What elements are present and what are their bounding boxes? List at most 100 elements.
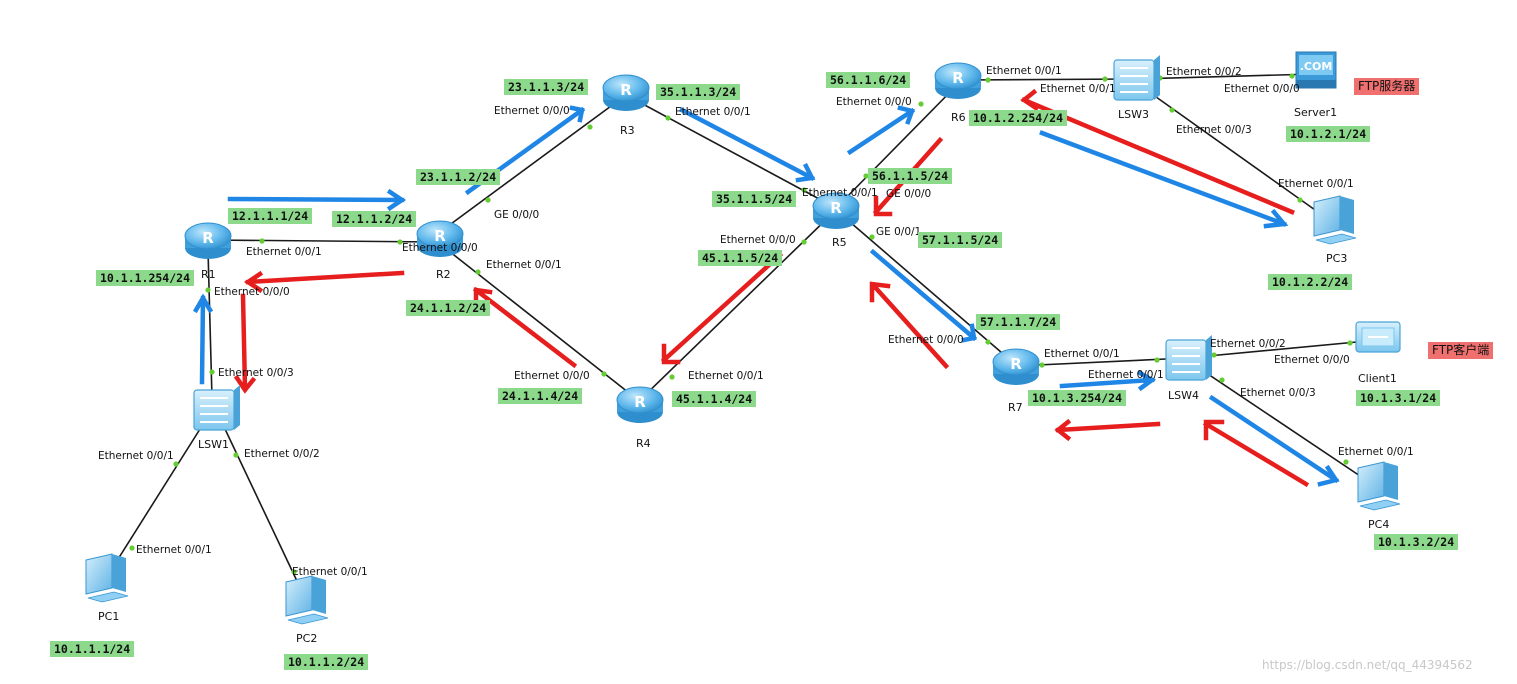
if-server1-e000: Ethernet 0/0/0 xyxy=(1224,83,1300,95)
link-r2-r3 xyxy=(439,94,627,233)
ip-r6-10: 10.1.2.254/24 xyxy=(969,110,1068,126)
lsw4-switch-icon[interactable] xyxy=(1165,335,1212,381)
svg-text:R: R xyxy=(202,229,214,247)
if-r1-e000: Ethernet 0/0/0 xyxy=(214,286,290,298)
r5-name: R5 xyxy=(832,236,847,249)
link-lsw4-pc4 xyxy=(1186,359,1379,489)
lsw4-name: LSW4 xyxy=(1168,389,1199,402)
arrow-r2-r1-red xyxy=(243,270,405,294)
r2-name: R2 xyxy=(436,268,451,281)
if-r1-e001: Ethernet 0/0/1 xyxy=(246,246,322,258)
if-r6-e001: Ethernet 0/0/1 xyxy=(986,65,1062,77)
link-r5-r7 xyxy=(835,209,1017,366)
if-r3-e001: Ethernet 0/0/1 xyxy=(675,106,751,118)
pc2-name: PC2 xyxy=(296,632,318,645)
if-r5-e000: Ethernet 0/0/0 xyxy=(720,234,796,246)
r1-router-icon[interactable]: R xyxy=(184,222,232,259)
r4-name: R4 xyxy=(636,437,651,450)
if-lsw3-e001: Ethernet 0/0/1 xyxy=(1040,83,1116,95)
if-r7-e001: Ethernet 0/0/1 xyxy=(1044,348,1120,360)
ip-r5-45: 45.1.1.5/24 xyxy=(698,250,783,266)
r3-router-icon[interactable]: R xyxy=(602,74,650,111)
pc1-pc-icon[interactable] xyxy=(85,553,129,603)
pc1-name: PC1 xyxy=(98,610,120,623)
arrow-r6-pc3-blue xyxy=(1039,130,1289,229)
svg-text:R: R xyxy=(952,69,964,87)
r4-router-icon[interactable]: R xyxy=(616,386,664,423)
ip-server1: 10.1.2.1/24 xyxy=(1286,126,1371,142)
lsw1-name: LSW1 xyxy=(198,438,229,451)
ip-r6-56: 56.1.1.6/24 xyxy=(826,72,911,88)
ip-r4-24: 24.1.1.4/24 xyxy=(498,388,583,404)
ip-client1: 10.1.3.1/24 xyxy=(1356,390,1441,406)
pc3-pc-icon[interactable] xyxy=(1313,195,1357,245)
r7-name: R7 xyxy=(1008,401,1023,414)
svg-text:R: R xyxy=(830,199,842,217)
link-lsw1-pc2 xyxy=(215,409,306,599)
server1-icon[interactable]: .COM xyxy=(1295,51,1337,89)
pc2-pc-icon[interactable] xyxy=(285,575,329,625)
if-r5-ge000: GE 0/0/0 xyxy=(886,188,932,200)
arrow-lsw4-pc4-blue xyxy=(1208,394,1340,487)
if-pc4-e001: Ethernet 0/0/1 xyxy=(1338,446,1414,458)
link-lsw4-client1 xyxy=(1186,339,1379,359)
links xyxy=(107,73,1379,599)
svg-text:R: R xyxy=(434,227,446,245)
r5-router-icon[interactable]: R xyxy=(812,192,860,229)
arrow-r3-r5-blue xyxy=(678,106,816,183)
if-lsw4-e003: Ethernet 0/0/3 xyxy=(1240,387,1316,399)
if-r3-e000: Ethernet 0/0/0 xyxy=(494,105,570,117)
if-r5-ge001: GE 0/0/1 xyxy=(876,226,922,238)
pc3-name: PC3 xyxy=(1326,252,1348,265)
r7-router-icon[interactable]: R xyxy=(992,348,1040,385)
r2-router-icon[interactable]: R xyxy=(416,220,464,257)
ip-pc4: 10.1.3.2/24 xyxy=(1374,534,1459,550)
lsw1-switch-icon[interactable] xyxy=(193,385,240,431)
r6-name: R6 xyxy=(951,111,966,124)
svg-text:R: R xyxy=(620,81,632,99)
ip-r2-24: 24.1.1.2/24 xyxy=(406,300,491,316)
ip-pc3: 10.1.2.2/24 xyxy=(1268,274,1353,290)
arrow-pc4-lsw4-red xyxy=(1202,419,1310,488)
ip-r5-57: 57.1.1.5/24 xyxy=(918,232,1003,248)
link-lsw3-pc3 xyxy=(1134,81,1333,223)
r6-router-icon[interactable]: R xyxy=(934,62,982,99)
arrow-r7-r5-red xyxy=(869,281,950,370)
ip-pc2: 10.1.1.2/24 xyxy=(284,654,369,670)
ip-r3-35: 35.1.1.3/24 xyxy=(656,84,741,100)
ip-r5-56: 56.1.1.5/24 xyxy=(868,168,953,184)
if-r5-e001: Ethernet 0/0/1 xyxy=(802,187,878,199)
ip-r5-35: 35.1.1.5/24 xyxy=(712,191,797,207)
arrow-r4-r2-red xyxy=(472,286,578,369)
pc4-pc-icon[interactable] xyxy=(1357,461,1401,511)
ip-r4-45: 45.1.1.4/24 xyxy=(672,391,757,407)
if-r4-e000: Ethernet 0/0/0 xyxy=(514,370,590,382)
arrow-lsw4-r7-red xyxy=(1054,418,1161,442)
if-pc2-e001: Ethernet 0/0/1 xyxy=(292,566,368,578)
arrow-r5-r4-red xyxy=(660,251,784,365)
pc4-name: PC4 xyxy=(1368,518,1390,531)
watermark: https://blog.csdn.net/qq_44394562 xyxy=(1262,658,1473,672)
if-r6-e000: Ethernet 0/0/0 xyxy=(836,96,912,108)
arrows-red xyxy=(233,88,1310,488)
if-r7-e000: Ethernet 0/0/0 xyxy=(888,334,964,346)
server1-badge: .COM xyxy=(1300,60,1333,73)
if-lsw4-e001: Ethernet 0/0/1 xyxy=(1088,369,1164,381)
if-lsw4-e002: Ethernet 0/0/2 xyxy=(1210,338,1286,350)
if-r2-e000: Ethernet 0/0/0 xyxy=(402,242,478,254)
svg-text:R: R xyxy=(634,393,646,411)
arrow-r1-lsw1-red xyxy=(233,293,257,394)
lsw3-switch-icon[interactable] xyxy=(1113,55,1160,101)
link-r3-r5 xyxy=(625,94,837,209)
arrows-blue xyxy=(192,105,1340,487)
ip-pc1: 10.1.1.1/24 xyxy=(50,641,135,657)
ip-r1-10: 10.1.1.254/24 xyxy=(96,270,195,286)
arrow-r7-lsw4-blue xyxy=(1059,369,1157,392)
if-r4-e001: Ethernet 0/0/1 xyxy=(688,370,764,382)
ip-r1-12: 12.1.1.1/24 xyxy=(228,208,313,224)
client1-icon[interactable] xyxy=(1355,321,1401,353)
client1-name: Client1 xyxy=(1358,372,1397,385)
if-client1-e000: Ethernet 0/0/0 xyxy=(1274,354,1350,366)
if-lsw1-e003: Ethernet 0/0/3 xyxy=(218,367,294,379)
